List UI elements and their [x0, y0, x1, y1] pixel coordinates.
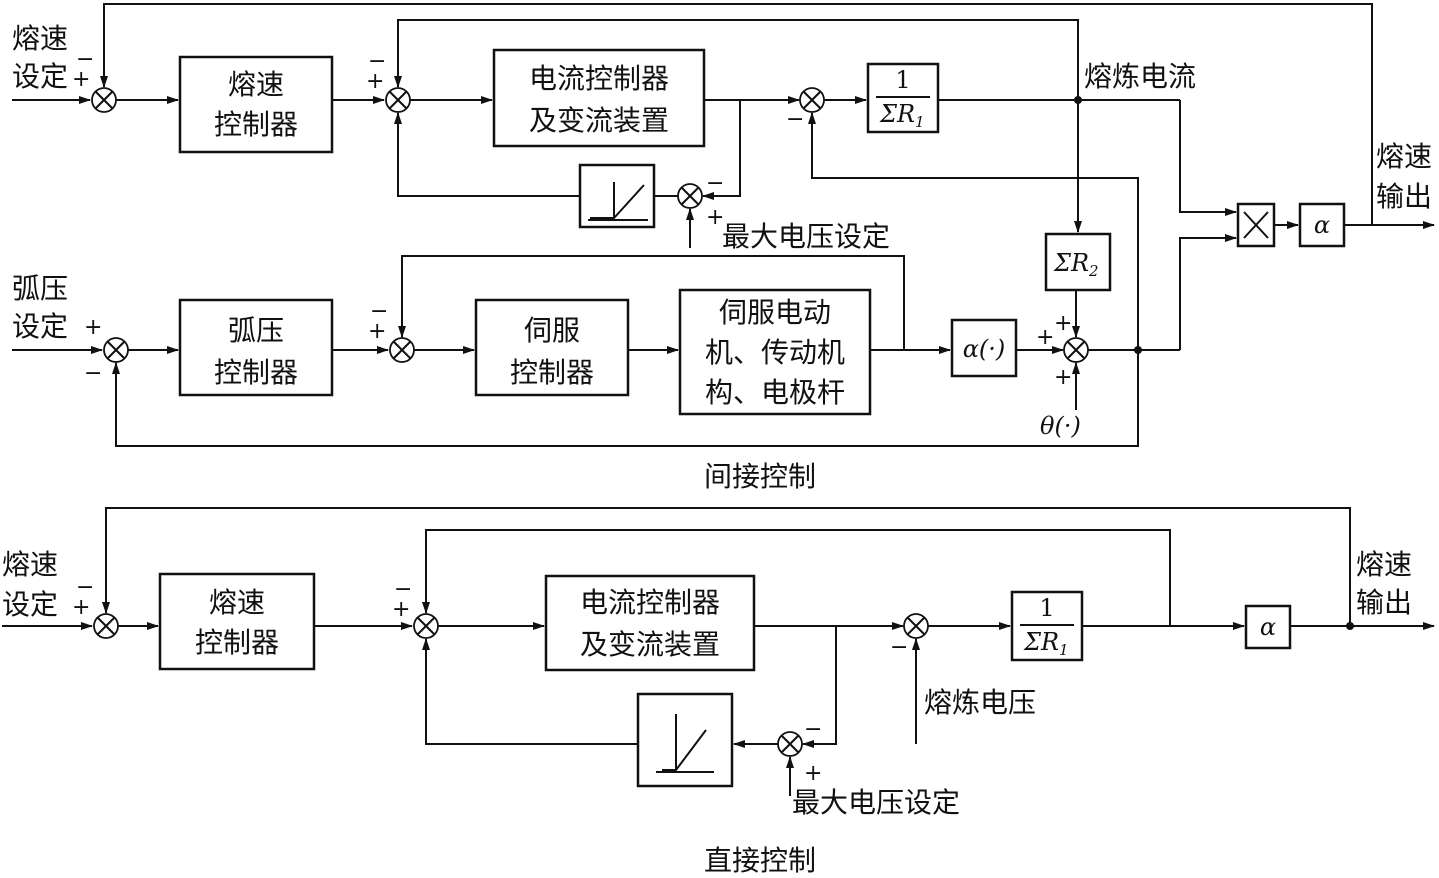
- sign-minus: −: [804, 717, 822, 742]
- direct-rate-controller-label-1: 熔速: [209, 586, 265, 619]
- sign-plus: +: [72, 595, 90, 620]
- direct-rate-controller-label-2: 控制器: [195, 626, 279, 659]
- direct-summing-junction-rate: [93, 613, 119, 639]
- indirect-caption: 间接控制: [704, 460, 816, 493]
- sign-plus: +: [368, 319, 386, 344]
- rate-controller-label-1: 熔速: [228, 68, 284, 101]
- sign-minus: −: [394, 577, 412, 602]
- sign-plus: +: [804, 761, 822, 786]
- sign-minus: −: [76, 575, 94, 600]
- servo-controller-block: [474, 298, 630, 397]
- sign-minus: −: [370, 299, 388, 324]
- direct-summing-junction-voltage: [903, 613, 929, 639]
- sign-plus: +: [1054, 365, 1072, 390]
- direct-rate-output-label-2: 输出: [1356, 586, 1412, 619]
- direct-current-controller-label-2: 及变流装置: [580, 628, 720, 661]
- sign-plus: +: [706, 205, 724, 230]
- direct-max-voltage-label: 最大电压设定: [792, 786, 960, 819]
- sign-minus: −: [84, 361, 102, 386]
- arc-controller-label-1: 弧压: [228, 314, 284, 347]
- direct-sum-r1-label: ΣR1: [1023, 628, 1069, 659]
- summing-junction-arc: [103, 337, 129, 363]
- direct-rate-setpoint-label-1: 熔速: [2, 548, 58, 581]
- direct-caption: 直接控制: [704, 844, 816, 877]
- arc-controller-block: [178, 298, 334, 397]
- sign-minus: −: [786, 107, 804, 132]
- current-controller-label-1: 电流控制器: [529, 62, 669, 95]
- sign-minus: −: [76, 47, 94, 72]
- rate-controller-label-2: 控制器: [214, 108, 298, 141]
- indirect-control-diagram: 熔速 设定 − + 熔速 控制器 − + 电流控制器: [12, 3, 1435, 493]
- summing-junction-rate: [91, 87, 117, 113]
- direct-summing-junction-current: [413, 613, 439, 639]
- sign-plus: +: [72, 67, 90, 92]
- alpha-function-label: α(·): [963, 335, 1006, 363]
- rate-controller-block: [178, 55, 334, 154]
- summing-junction-voltage: [799, 87, 825, 113]
- direct-current-controller-label-1: 电流控制器: [580, 586, 720, 619]
- sign-plus: +: [392, 597, 410, 622]
- sum-r1-label: ΣR1: [879, 100, 925, 131]
- direct-control-diagram: 熔速 设定 − + 熔速 控制器 − + 电流控制器 及变流装置: [2, 507, 1435, 877]
- current-controller-block: [492, 48, 706, 148]
- servo-motor-label-3: 构、电极杆: [705, 376, 845, 409]
- direct-alpha-label: α: [1260, 613, 1276, 641]
- theta-function-label: θ(·): [1040, 412, 1081, 440]
- melt-voltage-label: 熔炼电压: [924, 686, 1036, 719]
- direct-summing-junction-limiter: [777, 731, 803, 757]
- summing-junction-current: [385, 87, 411, 113]
- sign-plus: +: [1054, 311, 1072, 336]
- fraction-numerator: 1: [895, 66, 910, 94]
- arc-controller-label-2: 控制器: [214, 356, 298, 389]
- melt-current-label: 熔炼电流: [1084, 60, 1196, 93]
- max-voltage-label: 最大电压设定: [722, 220, 890, 253]
- summing-junction-limiter: [677, 183, 703, 209]
- sign-plus: +: [84, 315, 102, 340]
- sign-plus: +: [366, 69, 384, 94]
- alpha-function-block: [950, 318, 1018, 378]
- sign-plus: +: [1036, 325, 1054, 350]
- servo-controller-label-2: 控制器: [510, 356, 594, 389]
- rate-output-label-1: 熔速: [1376, 140, 1432, 173]
- current-controller-label-2: 及变流装置: [529, 104, 669, 137]
- rate-output-label-2: 输出: [1376, 180, 1432, 213]
- sum-r2-label: ΣR2: [1053, 249, 1099, 280]
- sign-minus: −: [368, 49, 386, 74]
- servo-motor-label-1: 伺服电动: [719, 296, 831, 329]
- rate-setpoint-label-line1: 熔速: [12, 22, 68, 55]
- alpha-block: [1298, 202, 1346, 248]
- arc-setpoint-label-1: 弧压: [12, 272, 68, 305]
- direct-rate-setpoint-label-2: 设定: [2, 588, 58, 621]
- direct-rate-output-label-1: 熔速: [1356, 548, 1412, 581]
- alpha-label: α: [1314, 211, 1330, 239]
- servo-motor-label-2: 机、传动机: [705, 336, 845, 369]
- sum-r2-block: [1044, 232, 1112, 292]
- arc-setpoint-label-2: 设定: [12, 310, 68, 343]
- direct-current-controller-block: [544, 574, 756, 672]
- direct-voltage-limiter-block: [636, 692, 734, 788]
- direct-alpha-block: [1244, 604, 1292, 650]
- summing-junction-servo: [389, 337, 415, 363]
- rate-setpoint-label-line2: 设定: [12, 60, 68, 93]
- fraction-numerator: 1: [1039, 594, 1054, 622]
- sign-minus: −: [706, 171, 724, 196]
- servo-controller-label-1: 伺服: [524, 314, 580, 347]
- direct-rate-controller-block: [158, 572, 316, 671]
- sign-minus: −: [890, 635, 908, 660]
- summing-junction-length: [1063, 337, 1089, 363]
- servo-motor-block: [678, 288, 872, 416]
